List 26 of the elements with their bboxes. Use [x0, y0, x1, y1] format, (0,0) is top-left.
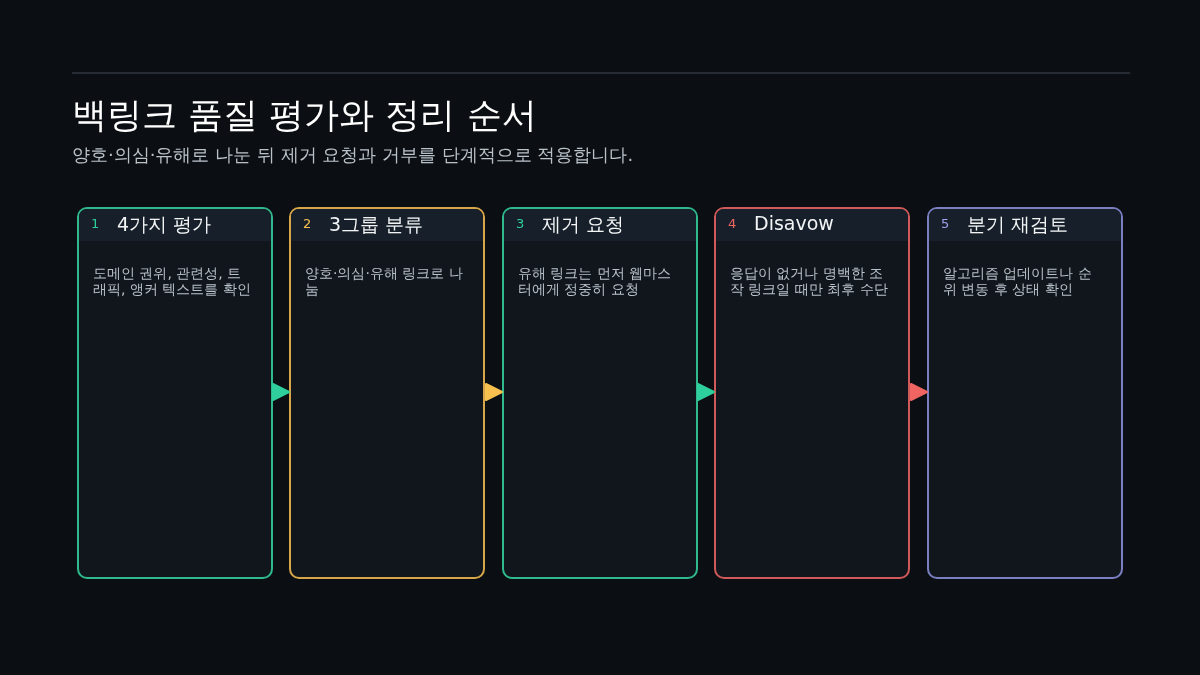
- step-number: 1: [91, 216, 100, 231]
- step-number: 5: [941, 216, 950, 231]
- arrow: [909, 383, 928, 401]
- step-card: [289, 207, 485, 579]
- step-description: 응답이 없거나 명백한 조작 링크일 때만 최후 수단: [730, 265, 889, 297]
- step-title: 분기 재검토: [967, 212, 1069, 237]
- step-card: [714, 207, 910, 579]
- step-description: 알고리즘 업데이트나 순위 변동 후 상태 확인: [943, 265, 1093, 297]
- step-title: Disavow: [754, 212, 834, 234]
- step-description: 도메인 권위, 관련성, 트래픽, 앵커 텍스트를 확인: [93, 265, 252, 297]
- step-card: [927, 207, 1123, 579]
- step-title: 3그룹 분류: [329, 212, 424, 237]
- step-card: [502, 207, 698, 579]
- step-title: 4가지 평가: [117, 212, 212, 237]
- arrow: [272, 383, 290, 401]
- step-description: 양호·의심·유해 링크로 나눔: [305, 265, 464, 297]
- step-title: 제거 요청: [542, 212, 625, 237]
- step-number: 4: [728, 216, 737, 231]
- step-card: [77, 207, 273, 579]
- step-number: 3: [516, 216, 525, 231]
- step-description: 유해 링크는 먼저 웹마스터에게 정중히 요청: [518, 265, 673, 297]
- step-number: 2: [303, 216, 312, 231]
- arrow: [697, 383, 715, 401]
- arrow: [484, 383, 503, 401]
- title: 백링크 품질 평가와 정리 순서: [72, 94, 537, 137]
- subtitle: 양호·의심·유해로 나눈 뒤 제거 요청과 거부를 단계적으로 적용합니다.: [72, 143, 634, 167]
